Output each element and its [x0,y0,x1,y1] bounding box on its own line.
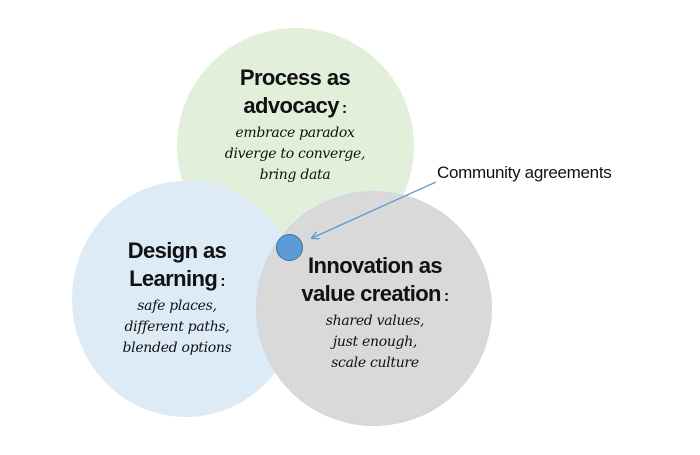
innovation-circle [256,191,492,426]
process-title-line2: advocacy [243,93,339,118]
process-item: embrace paradox [235,125,355,141]
innovation-item: just enough, [332,334,418,350]
process-title: Process as advocacy: [195,64,395,123]
design-item: blended options [122,340,232,356]
design-title-line1: Design as [127,238,227,263]
process-text-block: Process as advocacy: embrace paradox div… [195,64,395,186]
innovation-item: shared values, [325,313,425,329]
community-agreements-label: Community agreements [437,163,612,182]
design-text-block: Design as Learning: safe places, differe… [82,237,272,359]
innovation-title: Innovation as value creation: [270,252,480,311]
process-colon: : [341,100,347,117]
innovation-colon: : [443,288,449,305]
process-title-line1: Process as [239,65,351,90]
innovation-title-line1: Innovation as [308,253,443,278]
innovation-item: scale culture [331,355,419,371]
community-agreements-marker [276,234,303,261]
design-item: safe places, [137,298,217,314]
design-title: Design as Learning: [82,237,272,296]
design-item: different paths, [124,319,230,335]
innovation-title-line2: value creation [301,281,441,306]
innovation-text-block: Innovation as value creation: shared val… [270,252,480,374]
design-colon: : [220,273,225,290]
process-item: bring data [259,167,331,183]
design-title-line2: Learning [129,266,218,291]
process-item: diverge to converge, [224,146,366,162]
